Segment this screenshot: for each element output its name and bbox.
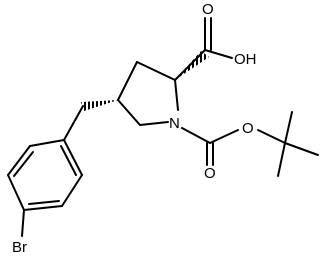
atom-label-bromine: Br <box>12 239 27 256</box>
bond-ch2-aryl <box>63 105 84 141</box>
bond-ar5-ar6 <box>61 174 83 207</box>
bond-ar4-ar5 <box>23 205 63 211</box>
bond-ar-br <box>21 209 25 237</box>
bond-c2-c3 <box>136 61 176 81</box>
atom-label-oxygen-ester: O <box>242 120 254 137</box>
bond-cquat-methyl-top <box>284 111 293 144</box>
bond-ar3-ar4 <box>7 174 25 211</box>
atom-label-oxygen-carbonyl-acid: O <box>202 1 214 18</box>
bond-ar-inner-2 <box>28 200 60 205</box>
bond-c3-c4 <box>117 61 138 101</box>
bond-cacid-oh <box>204 49 233 59</box>
bond-ccarbonyl-oester <box>209 129 239 144</box>
bond-cquat-methyl-right <box>284 142 319 156</box>
atom-label-nitrogen: N <box>169 115 180 132</box>
bond-c4-c5 <box>117 99 141 126</box>
hashed-wedge-c4-ch2 <box>81 100 118 111</box>
atom-label-oxygen-carbonyl-boc: O <box>204 165 216 182</box>
bond-lines <box>7 17 319 237</box>
bond-c5-n <box>139 121 169 126</box>
bond-n-c2 <box>174 79 179 111</box>
bond-n-ccarbonyl <box>181 127 211 144</box>
bond-ar-inner-1 <box>13 151 34 177</box>
hashed-wedge-c2-cooh <box>175 51 209 80</box>
bond-ar2-ar3 <box>7 145 31 176</box>
atom-label-hydroxyl: OH <box>234 51 257 68</box>
bond-ar-inner-3 <box>60 145 77 176</box>
bond-cquat-methyl-bottom <box>277 142 286 177</box>
bond-ar1-ar2 <box>29 139 65 147</box>
bond-oester-cquat <box>257 129 286 144</box>
bond-ar6-ar1 <box>63 139 83 176</box>
